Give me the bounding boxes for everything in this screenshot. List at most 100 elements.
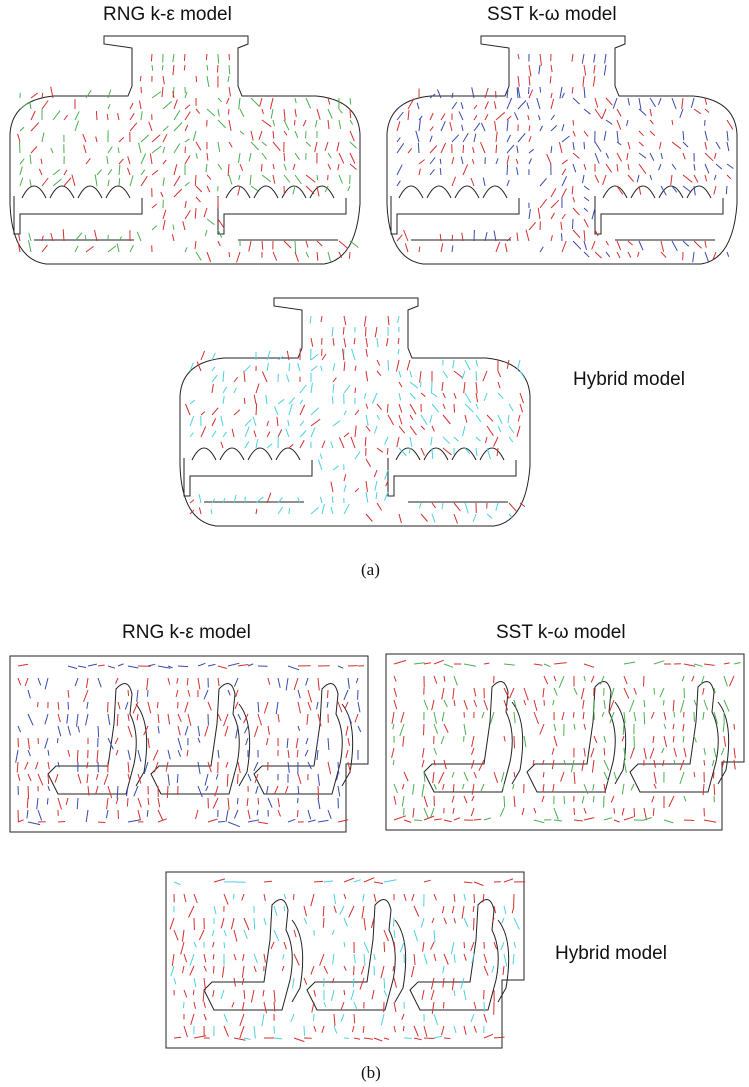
velocity-vector — [616, 152, 623, 162]
velocity-vector — [107, 89, 112, 99]
velocity-vector — [583, 240, 587, 251]
velocity-vector — [85, 677, 89, 689]
velocity-vector — [303, 905, 307, 917]
velocity-vector — [295, 737, 299, 749]
velocity-vector — [151, 64, 154, 71]
velocity-vector — [35, 761, 39, 770]
velocity-vector — [37, 677, 42, 686]
velocity-vector — [643, 817, 652, 821]
velocity-vector — [137, 797, 142, 808]
velocity-vector — [411, 893, 415, 901]
velocity-vector — [243, 989, 246, 999]
velocity-vector — [471, 795, 475, 802]
velocity-vector — [305, 251, 310, 258]
velocity-vector — [263, 917, 267, 926]
velocity-vector — [563, 759, 567, 766]
velocity-vector — [517, 414, 521, 422]
velocity-vector — [714, 152, 717, 159]
velocity-vector — [173, 175, 181, 187]
velocity-vector — [452, 807, 455, 814]
velocity-vector — [726, 251, 730, 257]
panel-b3-vector-field — [165, 871, 526, 1049]
velocity-vector — [305, 677, 309, 686]
velocity-vector — [573, 807, 575, 815]
velocity-vector — [591, 759, 595, 773]
velocity-vector — [387, 315, 390, 326]
velocity-vector — [683, 687, 685, 699]
velocity-vector — [591, 240, 596, 250]
velocity-vector — [239, 163, 244, 171]
velocity-vector — [452, 359, 455, 369]
velocity-vector — [516, 232, 519, 242]
velocity-vector — [723, 662, 730, 665]
velocity-vector — [484, 232, 488, 242]
velocity-vector — [333, 1025, 338, 1034]
velocity-vector — [497, 414, 503, 424]
velocity-vector — [671, 163, 677, 170]
velocity-vector — [237, 185, 241, 196]
velocity-vector — [353, 1001, 358, 1009]
velocity-vector — [398, 447, 407, 456]
velocity-vector — [365, 458, 372, 468]
velocity-vector — [363, 953, 366, 966]
velocity-vector — [349, 141, 357, 149]
velocity-vector — [393, 783, 398, 794]
velocity-vector — [373, 881, 383, 884]
velocity-vector — [417, 142, 420, 154]
velocity-vector — [551, 759, 555, 770]
velocity-vector — [87, 785, 90, 796]
velocity-vector — [682, 240, 690, 247]
velocity-vector — [213, 905, 217, 915]
seat-back-outline — [275, 447, 301, 461]
velocity-vector — [506, 359, 510, 369]
velocity-vector — [421, 759, 425, 768]
velocity-vector — [171, 234, 175, 242]
velocity-vector — [453, 513, 458, 524]
velocity-vector — [431, 917, 435, 924]
velocity-vector — [549, 75, 552, 84]
velocity-vector — [255, 403, 258, 416]
velocity-vector — [320, 365, 323, 372]
velocity-vector — [151, 170, 159, 176]
velocity-vector — [475, 359, 479, 367]
velocity-vector — [396, 436, 400, 448]
velocity-vector — [254, 773, 259, 783]
velocity-vector — [19, 141, 21, 154]
velocity-vector — [393, 815, 407, 821]
velocity-vector — [193, 977, 197, 988]
velocity-vector — [513, 795, 516, 808]
velocity-vector — [693, 663, 703, 667]
velocity-vector — [237, 664, 249, 667]
velocity-vector — [493, 101, 497, 110]
velocity-vector — [403, 819, 412, 823]
velocity-vector — [286, 737, 289, 749]
velocity-vector — [17, 677, 22, 686]
seat-back-outline — [423, 447, 449, 461]
velocity-vector — [442, 436, 451, 445]
velocity-vector — [421, 989, 425, 1000]
velocity-vector — [350, 989, 355, 1001]
velocity-vector — [602, 174, 607, 186]
velocity-vector — [649, 174, 653, 180]
velocity-vector — [129, 113, 135, 121]
velocity-vector — [503, 953, 508, 967]
velocity-vector — [211, 366, 216, 372]
velocity-vector — [167, 713, 171, 725]
panel-a1-label: RNG k-ε model — [103, 4, 232, 25]
velocity-vector — [442, 977, 445, 988]
velocity-vector — [352, 977, 355, 988]
velocity-vector — [497, 370, 502, 378]
velocity-vector — [36, 797, 39, 810]
velocity-vector — [176, 677, 179, 684]
velocity-vector — [277, 398, 285, 405]
velocity-vector — [463, 381, 466, 394]
velocity-vector — [538, 64, 541, 75]
velocity-vector — [539, 125, 543, 132]
velocity-vector — [212, 797, 219, 809]
velocity-vector — [127, 749, 131, 761]
velocity-vector — [337, 785, 341, 797]
velocity-vector — [327, 737, 330, 751]
velocity-vector — [17, 725, 22, 733]
velocity-vector — [612, 97, 618, 109]
velocity-vector — [310, 507, 319, 515]
